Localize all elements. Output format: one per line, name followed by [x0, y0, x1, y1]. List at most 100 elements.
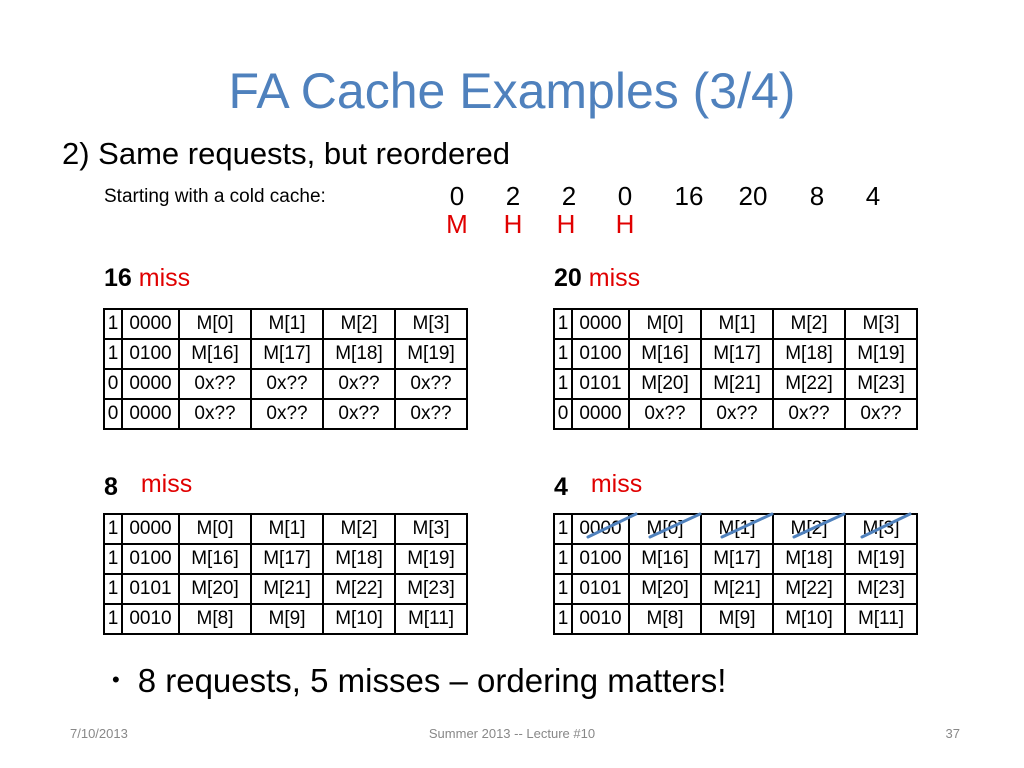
request-item: 20 [738, 181, 768, 211]
valid-cell: 1 [103, 338, 123, 370]
table-label-4: 4 miss [554, 470, 642, 501]
cache-table: 1 0000 M[0] M[1] M[2] M[3] 1 0100 M[16] … [553, 308, 918, 430]
data-cell: M[10] [772, 603, 846, 635]
table-row: 1 0000 M[0] M[1] M[2] M[3] [103, 308, 468, 340]
data-cell: M[11] [394, 603, 468, 635]
valid-cell: 1 [553, 513, 573, 545]
bullet-icon: • [112, 667, 120, 692]
data-cell: M[0] [628, 513, 702, 545]
valid-cell: 1 [103, 513, 123, 545]
data-cell: M[16] [178, 338, 252, 370]
table-row: 1 0000 M[0] M[1] M[2] M[3] [553, 513, 918, 545]
data-cell: 0x?? [394, 368, 468, 400]
valid-cell: 1 [103, 543, 123, 575]
request-number: 4 [554, 473, 568, 501]
data-cell: M[9] [700, 603, 774, 635]
data-cell: M[8] [628, 603, 702, 635]
valid-cell: 0 [103, 368, 123, 400]
request-item: 0 [617, 181, 633, 211]
data-cell: M[17] [700, 338, 774, 370]
tag-cell: 0100 [121, 543, 180, 575]
data-cell: M[17] [700, 543, 774, 575]
data-cell: M[3] [394, 513, 468, 545]
data-cell: 0x?? [628, 398, 702, 430]
data-cell: M[11] [844, 603, 918, 635]
valid-cell: 1 [103, 308, 123, 340]
tag-cell: 0000 [121, 308, 180, 340]
data-cell: 0x?? [178, 398, 252, 430]
valid-cell: 1 [553, 368, 573, 400]
tag-cell: 0000 [121, 368, 180, 400]
request-item: 0 [449, 181, 465, 211]
data-cell: M[1] [250, 513, 324, 545]
data-cell: 0x?? [772, 398, 846, 430]
data-cell: M[8] [178, 603, 252, 635]
intro-text: Starting with a cold cache: [104, 186, 326, 207]
table-label-16: 16 miss [104, 264, 190, 293]
slide-subtitle: 2) Same requests, but reordered [62, 136, 511, 171]
footer-date: 7/10/2013 [70, 726, 128, 741]
data-cell: M[3] [394, 308, 468, 340]
data-cell: M[23] [394, 573, 468, 605]
tag-cell: 0100 [571, 338, 630, 370]
result-word: miss [138, 264, 191, 292]
data-cell: M[19] [844, 338, 918, 370]
data-cell: M[16] [178, 543, 252, 575]
data-cell: M[2] [322, 513, 396, 545]
result-word: miss [140, 470, 193, 498]
data-cell: M[18] [322, 543, 396, 575]
data-cell: M[19] [844, 543, 918, 575]
footer-lecture: Summer 2013 -- Lecture #10 [428, 726, 596, 741]
request-number: 8 [104, 473, 118, 501]
tag-cell: 0101 [571, 368, 630, 400]
valid-cell: 0 [103, 398, 123, 430]
table-row: 1 0010 M[8] M[9] M[10] M[11] [103, 603, 468, 635]
data-cell: M[22] [772, 573, 846, 605]
data-cell: M[16] [628, 543, 702, 575]
page-number: 37 [945, 726, 960, 741]
table-label-8: 8 miss [104, 470, 193, 501]
data-cell: M[20] [178, 573, 252, 605]
valid-cell: 0 [553, 398, 573, 430]
data-cell: M[1] [250, 308, 324, 340]
result-item: H [503, 209, 523, 239]
data-cell: M[0] [178, 308, 252, 340]
table-row: 0 0000 0x?? 0x?? 0x?? 0x?? [103, 368, 468, 400]
data-cell: M[10] [322, 603, 396, 635]
data-cell: M[20] [628, 368, 702, 400]
data-cell: M[2] [322, 308, 396, 340]
table-row: 0 0000 0x?? 0x?? 0x?? 0x?? [103, 398, 468, 430]
tag-cell: 0100 [121, 338, 180, 370]
valid-cell: 1 [553, 603, 573, 635]
table-row: 1 0000 M[0] M[1] M[2] M[3] [103, 513, 468, 545]
data-cell: M[21] [700, 573, 774, 605]
table-row: 0 0000 0x?? 0x?? 0x?? 0x?? [553, 398, 918, 430]
data-cell: M[1] [700, 308, 774, 340]
data-cell: M[22] [322, 573, 396, 605]
request-number: 20 [554, 264, 582, 292]
data-cell: M[22] [772, 368, 846, 400]
tag-cell: 0101 [571, 573, 630, 605]
data-cell: M[18] [322, 338, 396, 370]
data-cell: 0x?? [322, 398, 396, 430]
valid-cell: 1 [103, 573, 123, 605]
cache-table: 1 0000 M[0] M[1] M[2] M[3] 1 0100 M[16] … [103, 308, 468, 430]
data-cell: 0x?? [844, 398, 918, 430]
data-cell: M[18] [772, 338, 846, 370]
table-label-20: 20 miss [554, 264, 640, 293]
slide-title: FA Cache Examples (3/4) [228, 63, 796, 119]
data-cell: M[3] [844, 513, 918, 545]
table-row: 1 0101 M[20] M[21] M[22] M[23] [553, 573, 918, 605]
request-item: 2 [561, 181, 577, 211]
data-cell: M[2] [772, 308, 846, 340]
data-cell: 0x?? [322, 368, 396, 400]
request-item: 8 [809, 181, 825, 211]
data-cell: M[2] [772, 513, 846, 545]
tag-cell: 0000 [571, 513, 630, 545]
valid-cell: 1 [553, 573, 573, 605]
data-cell: M[23] [844, 573, 918, 605]
data-cell: M[23] [844, 368, 918, 400]
request-number: 16 [104, 264, 132, 292]
tag-cell: 0000 [121, 513, 180, 545]
data-cell: M[0] [628, 308, 702, 340]
